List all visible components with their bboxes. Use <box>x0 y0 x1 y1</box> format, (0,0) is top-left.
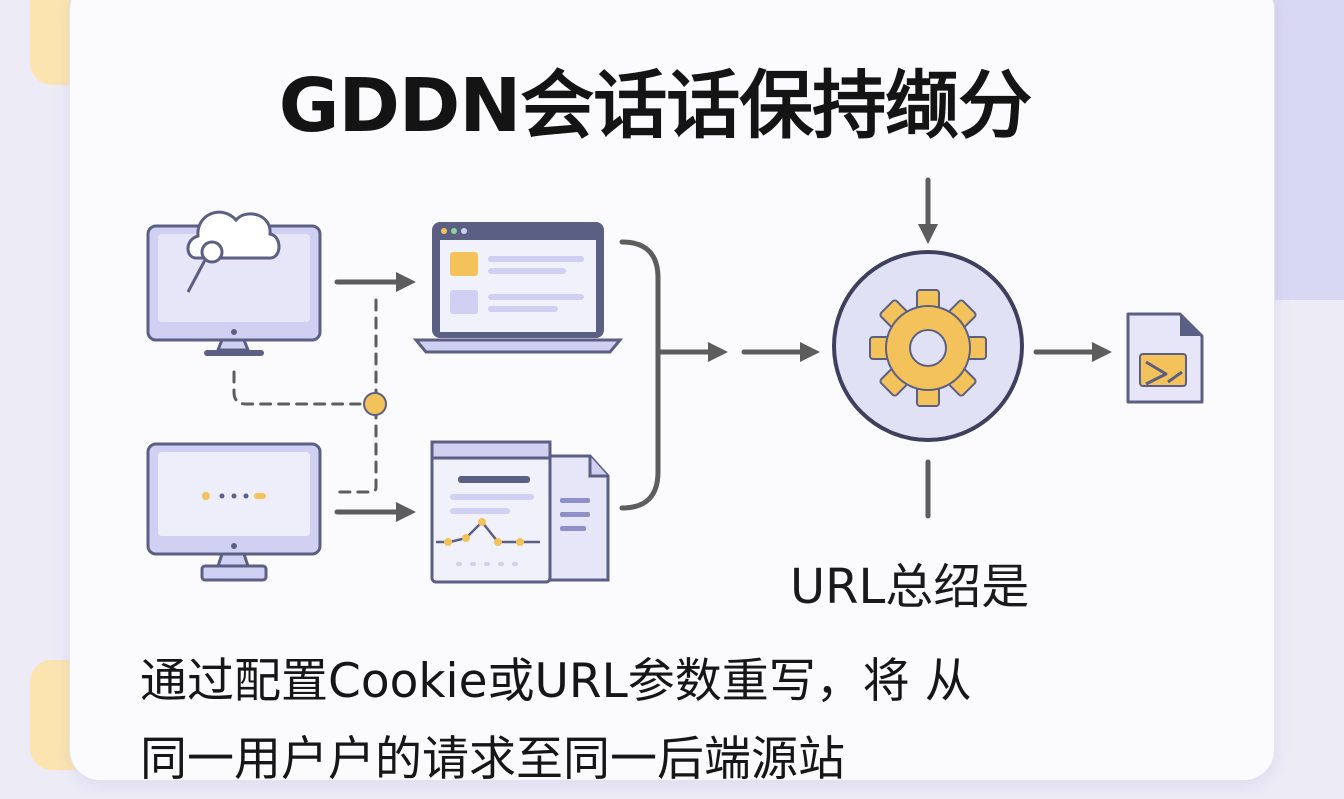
url-label: URL总绍是 <box>790 559 1030 615</box>
description: 通过配置Cookie或URL参数重写，将 从 同一用户户的请求至同一后端源站 <box>140 643 1180 799</box>
content-card <box>70 0 1274 780</box>
description-line-2: 同一用户户的请求至同一后端源站 <box>140 732 845 787</box>
page-title: GDDN会话话保持缬分 <box>278 63 1033 149</box>
document-chart-icon <box>430 440 610 584</box>
dashed-link-top <box>232 370 362 406</box>
flow-diagram <box>146 177 1204 584</box>
lavender-accent-right <box>1270 0 1344 300</box>
file-icon <box>1126 312 1204 404</box>
merge-bracket <box>619 239 661 511</box>
cloud-monitor-icon <box>146 210 322 356</box>
laptop-icon <box>412 222 624 354</box>
junction-dot <box>363 392 387 416</box>
connectors <box>232 177 1112 522</box>
monitor-dots-icon <box>146 442 322 582</box>
description-line-1: 通过配置Cookie或URL参数重写，将 从 <box>140 654 972 709</box>
dashed-link-vertical <box>336 298 378 494</box>
gear-icon <box>832 250 1024 442</box>
